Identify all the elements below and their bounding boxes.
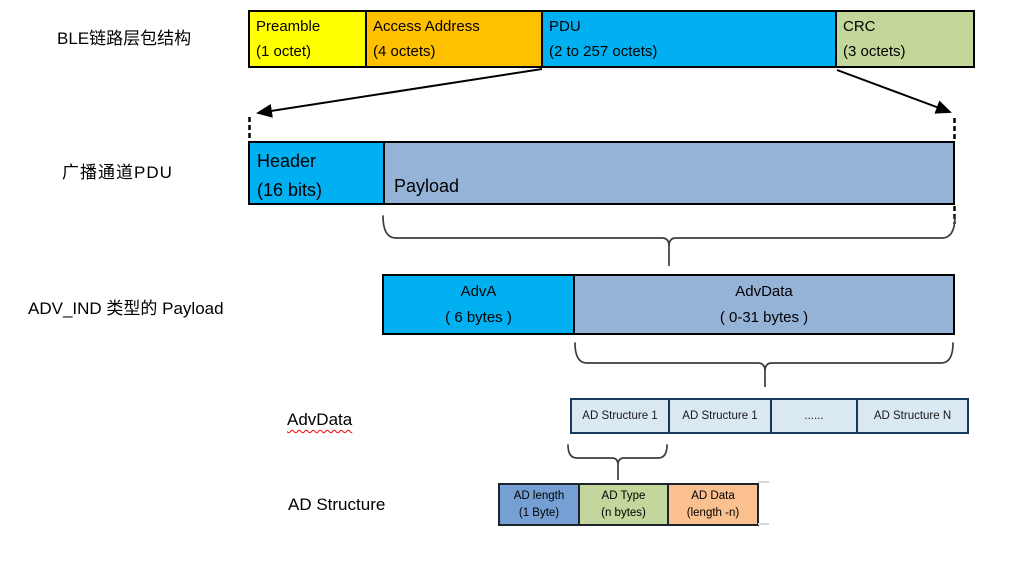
advdata-name: AdvData (735, 282, 793, 300)
header-name: Header (257, 151, 317, 171)
header-cell: Header (16 bits) (248, 141, 385, 205)
ad-type-cell: AD Type (n bytes) (578, 483, 669, 526)
crc-name: CRC (843, 18, 876, 35)
adstructure-expansion-brace (567, 444, 668, 480)
payload-row-label: ADV_IND 类型的 Payload (28, 299, 224, 318)
access-address-cell: Access Address (4 octets) (365, 10, 543, 68)
ad-structure-ellipsis-cell: ...... (770, 398, 858, 434)
ad-data-cell: AD Data (length -n) (667, 483, 759, 526)
preamble-name: Preamble (256, 18, 321, 35)
ad-type-name: AD Type (601, 489, 646, 502)
packet-row: Preamble (1 octet) Access Address (4 oct… (248, 10, 975, 68)
ad-length-name: AD length (513, 489, 565, 502)
advdata-cell: AdvData ( 0-31 bytes ) (573, 274, 955, 335)
adstructure-row: AD length (1 Byte) AD Type (n bytes) AD … (498, 483, 759, 526)
access-address-size: (4 octets) (373, 43, 436, 60)
payload-cell: Payload (383, 141, 955, 205)
payload-expansion-brace (382, 215, 956, 266)
adstructure-row-label: AD Structure (288, 495, 386, 514)
pdu-cell: PDU (2 to 257 octets) (541, 10, 837, 68)
adva-cell: AdvA ( 6 bytes ) (382, 274, 575, 335)
ad-length-cell: AD length (1 Byte) (498, 483, 580, 526)
ad-data-size: (length -n) (686, 506, 740, 519)
pdu-row: Header (16 bits) Payload (248, 141, 955, 205)
advdata-row: AD Structure 1 AD Structure 1 ...... AD … (570, 398, 969, 434)
adva-size: ( 6 bytes ) (445, 308, 512, 326)
table-gridline-remnant-bottom (758, 523, 769, 525)
ad-data-name: AD Data (691, 489, 735, 502)
preamble-cell: Preamble (1 octet) (248, 10, 367, 68)
table-gridline-remnant-top (758, 481, 769, 483)
crc-size: (3 octets) (843, 43, 906, 60)
payload-row: AdvA ( 6 bytes ) AdvData ( 0-31 bytes ) (382, 274, 955, 335)
ad-structure-2-cell: AD Structure 1 (668, 398, 772, 434)
packet-row-label: BLE链路层包结构 (57, 29, 192, 48)
ad-structure-n-cell: AD Structure N (856, 398, 969, 434)
advdata-size: ( 0-31 bytes ) (719, 308, 809, 326)
adva-name: AdvA (460, 282, 497, 300)
advdata-expansion-brace (574, 342, 954, 387)
pdu-left-expansion-arrow (256, 68, 543, 118)
pdu-row-label: 广播通道PDU (62, 163, 173, 182)
header-size: (16 bits) (257, 180, 323, 200)
advdata-row-label: AdvData (287, 410, 353, 429)
pdu-name: PDU (549, 18, 581, 35)
ad-length-size: (1 Byte) (518, 506, 560, 519)
access-address-name: Access Address (373, 18, 480, 35)
preamble-size: (1 octet) (256, 43, 312, 60)
ad-structure-1-cell: AD Structure 1 (570, 398, 670, 434)
pdu-right-expansion-arrow (836, 69, 952, 114)
pdu-size: (2 to 257 octets) (549, 43, 658, 60)
ad-type-size: (n bytes) (601, 506, 646, 519)
payload-name: Payload (394, 176, 460, 196)
crc-cell: CRC (3 octets) (835, 10, 975, 68)
